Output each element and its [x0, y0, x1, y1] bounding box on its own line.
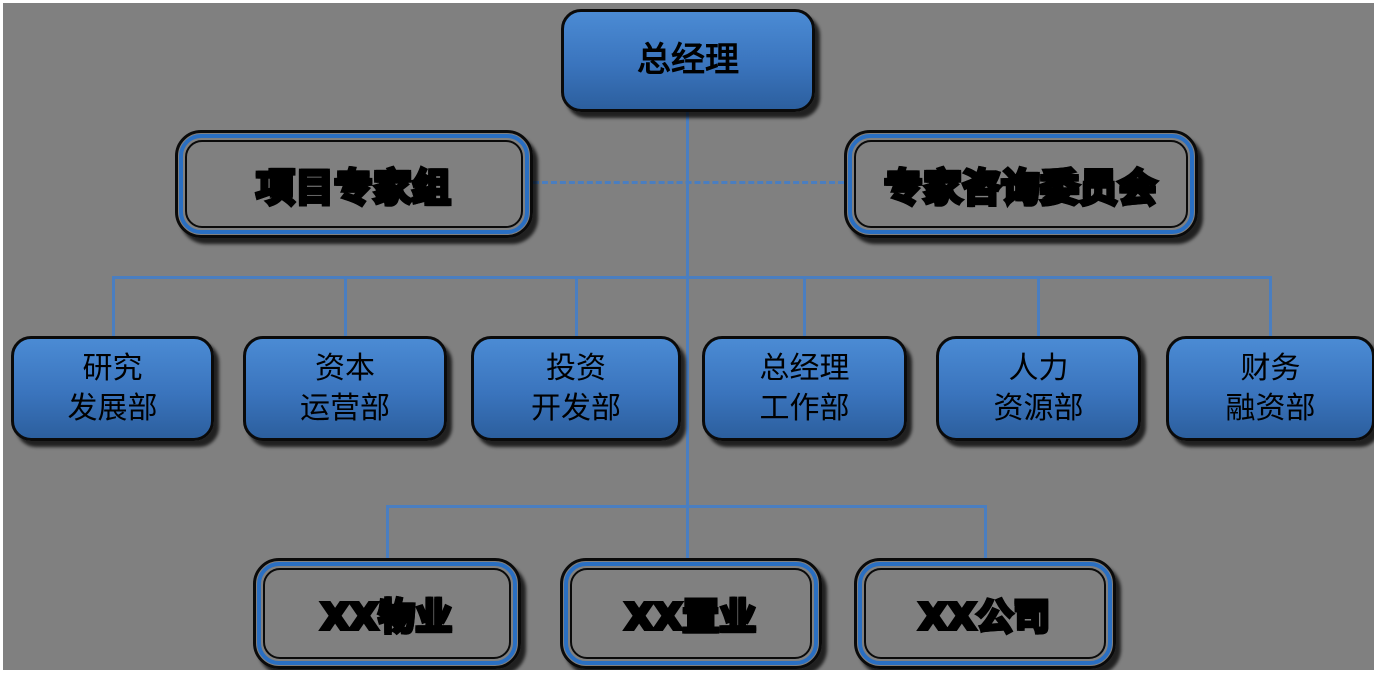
connector-drop-dept-2 — [344, 276, 347, 338]
node-subsidiary-1[interactable]: XX物业 — [253, 558, 521, 669]
dept-label-line2: 发展部 — [67, 390, 158, 426]
dept-label-line2: 工作部 — [759, 390, 850, 426]
connector-advisory-dashed — [533, 181, 844, 184]
connector-drop-dept-1 — [112, 276, 115, 338]
connector-drop-dept-4 — [803, 276, 806, 338]
node-dept-finance-financing[interactable]: 财务 融资部 — [1166, 336, 1374, 441]
dept-label-line1: 人力 — [1008, 350, 1069, 386]
dept-label-line2: 资源部 — [993, 390, 1084, 426]
node-dept-capital-operations[interactable]: 资本 运营部 — [243, 336, 447, 441]
connector-drop-dept-5 — [1037, 276, 1040, 338]
node-advisory-left[interactable]: 项目专家组 — [175, 130, 533, 238]
connector-root-vertical — [686, 112, 689, 560]
node-subsidiary-3-label: XX公司 — [917, 595, 1052, 640]
dept-label-line1: 财务 — [1240, 350, 1301, 386]
node-advisory-right[interactable]: 专家咨询委员会 — [844, 130, 1198, 238]
dept-label-line2: 开发部 — [531, 390, 621, 426]
connector-departments-bus — [112, 276, 1272, 279]
dept-label-line1: 资本 — [315, 350, 375, 386]
node-advisory-right-label: 专家咨询委员会 — [882, 164, 1158, 212]
node-dept-human-resources[interactable]: 人力 资源部 — [936, 336, 1141, 441]
connector-drop-sub-3 — [984, 505, 987, 560]
node-dept-gm-office[interactable]: 总经理 工作部 — [702, 336, 907, 441]
node-dept-research-development[interactable]: 研究 发展部 — [11, 336, 214, 441]
node-subsidiary-2[interactable]: XX置业 — [560, 558, 822, 669]
node-general-manager[interactable]: 总经理 — [561, 9, 815, 112]
dept-label-line1: 研究 — [82, 350, 143, 386]
connector-subsidiaries-bus — [386, 505, 987, 508]
dept-label-line2: 运营部 — [300, 390, 390, 426]
node-dept-investment-development[interactable]: 投资 开发部 — [471, 336, 681, 441]
connector-drop-sub-1 — [386, 505, 389, 560]
node-subsidiary-3[interactable]: XX公司 — [854, 558, 1116, 669]
connector-drop-dept-6 — [1269, 276, 1272, 338]
node-advisory-left-label: 项目专家组 — [254, 164, 452, 212]
node-subsidiary-1-label: XX物业 — [319, 595, 454, 640]
node-subsidiary-2-label: XX置业 — [623, 595, 758, 640]
dept-label-line1: 投资 — [546, 350, 606, 386]
dept-label-line2: 融资部 — [1225, 390, 1316, 426]
dept-label-line1: 总经理 — [759, 350, 850, 386]
connector-drop-dept-3 — [575, 276, 578, 338]
node-general-manager-label: 总经理 — [637, 39, 739, 80]
